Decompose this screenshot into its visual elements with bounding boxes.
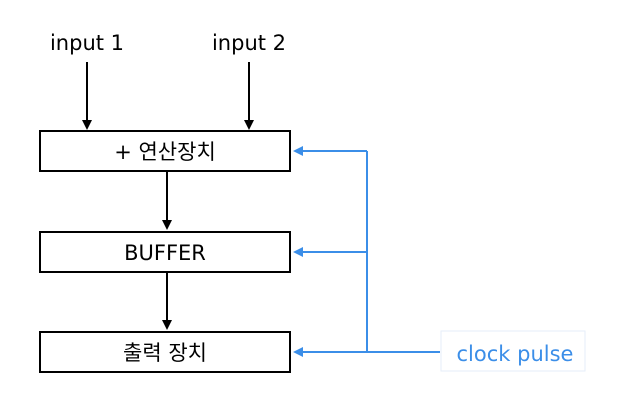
alu-block-label: + 연산장치 [114, 140, 216, 164]
output-block-label: 출력 장치 [123, 341, 207, 365]
output-block [39, 331, 291, 373]
alu-block [39, 130, 291, 172]
buffer-block-label: BUFFER [124, 241, 206, 265]
clock-pulse-label: clock pulse [457, 342, 574, 366]
input-2-label: input 2 [212, 31, 286, 55]
input-1-label: input 1 [50, 31, 124, 55]
clock-pulse-box [440, 330, 586, 372]
buffer-block [39, 231, 291, 273]
